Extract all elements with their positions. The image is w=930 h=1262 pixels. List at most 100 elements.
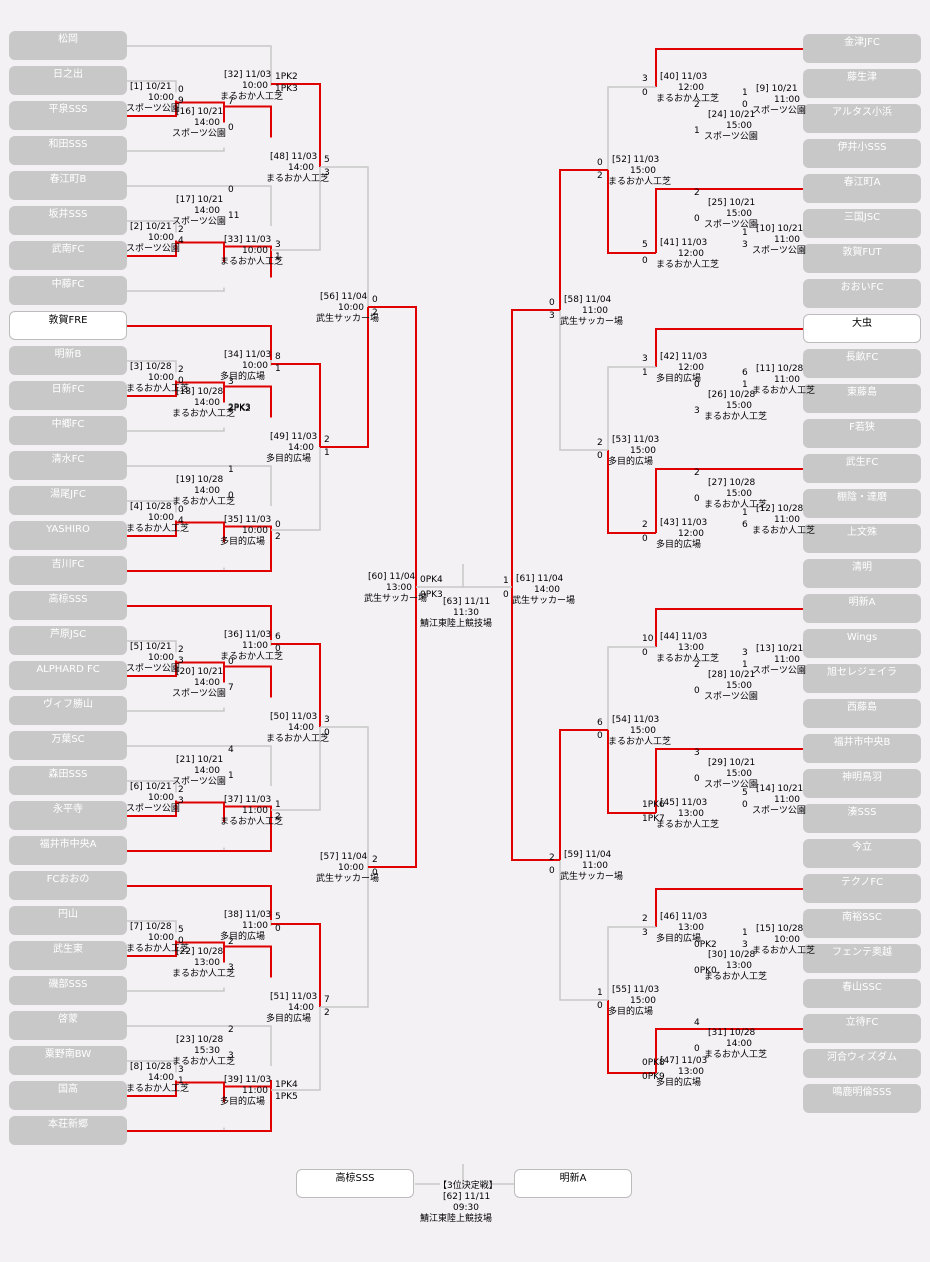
r2-line <box>127 885 272 926</box>
left-team-box[interactable]: 吉川FC <box>9 556 127 585</box>
r1b-line <box>176 381 225 403</box>
right-team-box[interactable]: Wings <box>803 629 921 658</box>
right-team-box[interactable]: 南裕SSC <box>803 909 921 938</box>
right-team-box[interactable]: 鳴鹿明倫SSS <box>803 1084 921 1113</box>
r-r4-line <box>559 169 608 310</box>
right-r2-line: 多目的広場 <box>656 540 702 550</box>
right-team-box[interactable]: 今立 <box>803 839 921 868</box>
right-team-box[interactable]: 河合ウィズダム <box>803 1049 921 1078</box>
right-team-box[interactable]: 上文殊 <box>803 524 921 553</box>
left-r4-line: 10:00 <box>338 303 364 313</box>
left-team-box[interactable]: 啓蒙 <box>9 1011 127 1040</box>
left-team-box[interactable]: 明新B <box>9 346 127 375</box>
right-team-box[interactable]: 長畝FC <box>803 349 921 378</box>
right-team-box[interactable]: 旭セレジェイラ <box>803 664 921 693</box>
left-team-box[interactable]: 中藤FC <box>9 276 127 305</box>
right-team-box[interactable]: おおいFC <box>803 279 921 308</box>
left-team-box[interactable]: 日之出 <box>9 66 127 95</box>
right-team-box[interactable]: 棚陰・達磨 <box>803 489 921 518</box>
right-semi-score: 0 <box>503 590 509 600</box>
left-team-box[interactable]: 粟野南BW <box>9 1046 127 1075</box>
left-r1b-line: まるおか人工芝 <box>172 1057 236 1067</box>
right-team-box[interactable]: 藤生津 <box>803 69 921 98</box>
left-team-box[interactable]: 円山 <box>9 906 127 935</box>
left-team-box[interactable]: 森田SSS <box>9 766 127 795</box>
left-r3-score: 7 <box>324 995 330 1005</box>
right-r1b-line: 15:00 <box>726 401 752 411</box>
right-team-box[interactable]: 三国JSC <box>803 209 921 238</box>
left-team-box[interactable]: 中郷FC <box>9 416 127 445</box>
r3-line <box>271 643 321 727</box>
left-team-box[interactable]: ALPHARD FC <box>9 661 127 690</box>
right-team-box[interactable]: 春山SSC <box>803 979 921 1008</box>
left-r2-line: [32] 11/03 <box>224 70 272 80</box>
left-team-box[interactable]: 万葉SC <box>9 731 127 760</box>
left-team-box[interactable]: 武生東 <box>9 941 127 970</box>
left-team-box[interactable]: 高椋SSS <box>9 591 127 620</box>
right-team-box[interactable]: 春江町A <box>803 174 921 203</box>
left-r2-line: [35] 11/03 <box>224 515 272 525</box>
right-r1b-line: まるおか人工芝 <box>704 1050 768 1060</box>
left-team-box[interactable]: 和田SSS <box>9 136 127 165</box>
right-team-box[interactable]: 立待FC <box>803 1014 921 1043</box>
left-r3-line: [49] 11/03 <box>270 432 318 442</box>
left-r2-score: 6 <box>275 632 281 642</box>
right-r2-line: 多目的広場 <box>656 374 702 384</box>
left-team-box[interactable]: 芦原JSC <box>9 626 127 655</box>
left-r1-score: 2 <box>178 785 184 795</box>
left-team-box[interactable]: 永平寺 <box>9 801 127 830</box>
left-team-box[interactable]: 武南FC <box>9 241 127 270</box>
right-team-box[interactable]: 伊井小SSS <box>803 139 921 168</box>
right-team-box[interactable]: フェンテ奥越 <box>803 944 921 973</box>
left-team-box[interactable]: 国高 <box>9 1081 127 1110</box>
left-r3-line: [48] 11/03 <box>270 152 318 162</box>
left-team-box[interactable]: 春江町B <box>9 171 127 200</box>
right-team-box[interactable]: テクノFC <box>803 874 921 903</box>
right-team-box[interactable]: 敦賀FUT <box>803 244 921 273</box>
right-r3-score: 0 <box>597 158 603 168</box>
r2-line <box>127 325 272 360</box>
right-team-box[interactable]: 武生FC <box>803 454 921 483</box>
right-r1b-score: 0 <box>694 1044 700 1054</box>
left-r1b-line: まるおか人工芝 <box>172 497 236 507</box>
right-r2-score: 2 <box>642 914 648 924</box>
left-team-box[interactable]: 本荘新郷 <box>9 1116 127 1145</box>
r1-line <box>127 100 177 117</box>
right-team-box[interactable]: 福井市中央B <box>803 734 921 763</box>
left-r2-line: 多目的広場 <box>220 537 266 547</box>
left-team-box[interactable]: FCおおの <box>9 871 127 900</box>
right-team-box[interactable]: 神明鳥羽 <box>803 769 921 798</box>
right-r1-score: 1 <box>742 88 748 98</box>
left-r1b-score: 2 <box>228 937 234 947</box>
right-team-box[interactable]: 湊SSS <box>803 804 921 833</box>
right-team-box[interactable]: 大虫 <box>803 314 921 343</box>
left-team-box[interactable]: 福井市中央A <box>9 836 127 865</box>
right-team-box[interactable]: 金津JFC <box>803 34 921 63</box>
r-r2-line <box>655 188 803 253</box>
left-r1b-score: 4 <box>228 745 234 755</box>
left-team-box[interactable]: 坂井SSS <box>9 206 127 235</box>
right-team-box[interactable]: 東藤島 <box>803 384 921 413</box>
right-r1-score: 6 <box>742 520 748 530</box>
left-team-box[interactable]: 磯部SSS <box>9 976 127 1005</box>
right-r4-score: 3 <box>549 311 555 321</box>
right-team-box[interactable]: 清明 <box>803 559 921 588</box>
right-team-box[interactable]: F若狭 <box>803 419 921 448</box>
right-team-box[interactable]: アルタス小浜 <box>803 104 921 133</box>
right-team-box[interactable]: 西藤島 <box>803 699 921 728</box>
left-team-box[interactable]: 日新FC <box>9 381 127 410</box>
left-team-box[interactable]: 清水FC <box>9 451 127 480</box>
left-r1b-line: [19] 10/28 <box>176 475 224 485</box>
r2-line <box>127 605 272 646</box>
r1b-line <box>176 521 225 543</box>
left-r1-line: [7] 10/28 <box>130 922 172 932</box>
left-team-box[interactable]: 松岡 <box>9 31 127 60</box>
left-team-box[interactable]: YASHIRO <box>9 521 127 550</box>
left-team-box[interactable]: 湯尾JFC <box>9 486 127 515</box>
left-r4-score: 0 <box>372 295 378 305</box>
left-team-box[interactable]: 敦賀FRE <box>9 311 127 340</box>
right-team-box[interactable]: 明新A <box>803 594 921 623</box>
left-team-box[interactable]: 平泉SSS <box>9 101 127 130</box>
left-team-box[interactable]: ヴィフ勝山 <box>9 696 127 725</box>
